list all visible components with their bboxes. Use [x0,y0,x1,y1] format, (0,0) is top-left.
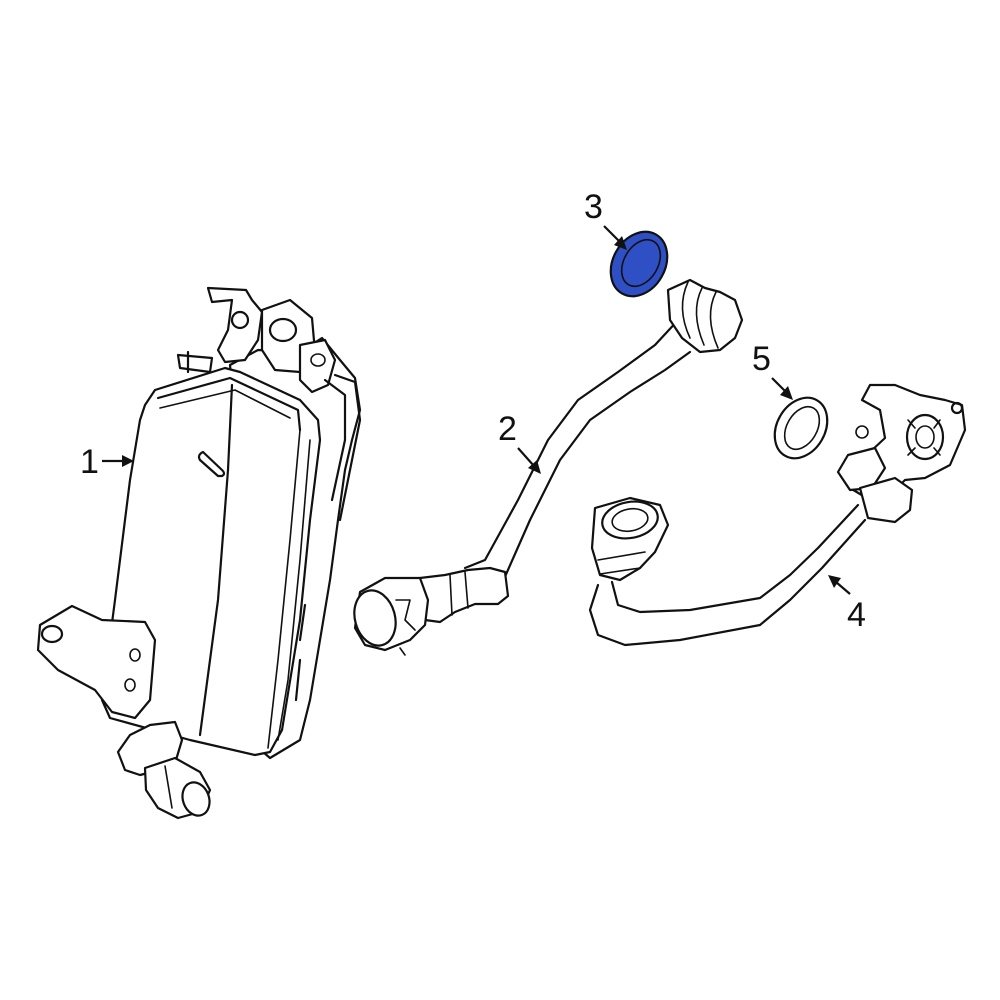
callout-1-label: 1 [80,443,99,481]
callout-2-label: 2 [498,410,517,448]
callout-4: 4 [828,575,866,634]
part-4-hose[interactable] [588,383,967,647]
part-1-oil-cooler[interactable] [36,286,362,820]
callout-2: 2 [498,410,541,474]
callout-1: 1 [80,443,134,481]
part-2-hose[interactable] [348,278,744,656]
callout-5: 5 [752,340,793,400]
callout-5-label: 5 [752,340,771,378]
callout-3-label: 3 [584,188,603,226]
callout-4-label: 4 [847,596,866,634]
part-5-o-ring[interactable] [764,388,838,467]
callout-3: 3 [584,188,627,250]
